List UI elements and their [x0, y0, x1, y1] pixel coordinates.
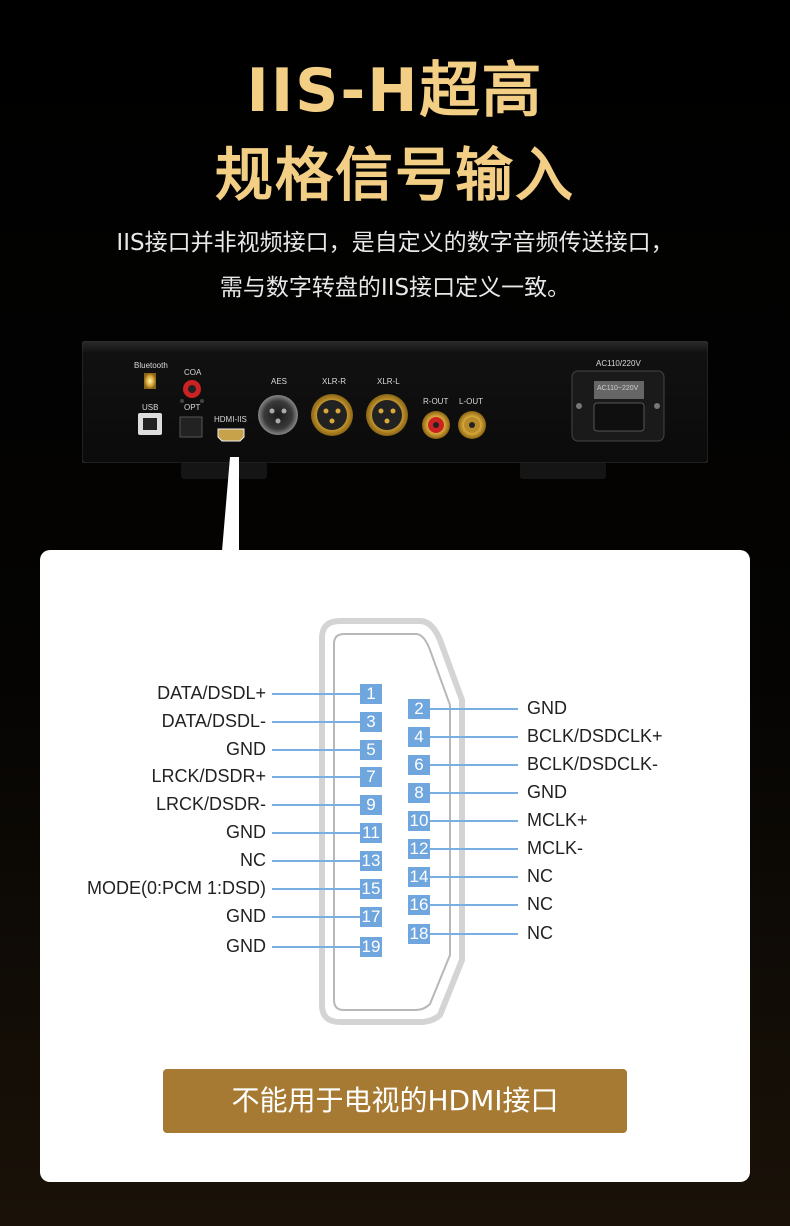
- pin-leader-line: [430, 736, 518, 738]
- pin-leader-line: [272, 749, 360, 751]
- pin-leader-line: [272, 916, 360, 918]
- page-title-line2: 规格信号输入: [214, 141, 575, 209]
- pin-number: 15: [360, 879, 382, 899]
- pin-leader-line: [272, 888, 360, 890]
- pin-signal-label: BCLK/DSDCLK-: [527, 754, 659, 774]
- pin-leader-line: [272, 693, 360, 695]
- pin-leader-line: [430, 820, 518, 822]
- pin-leader-line: [272, 860, 360, 862]
- hdmi-iis-label: HDMI-IIS: [214, 415, 247, 424]
- aes-label: AES: [271, 377, 288, 386]
- pin-signal-label: BCLK/DSDCLK+: [527, 726, 663, 746]
- pin-leader-line: [430, 848, 518, 850]
- pin-number: 19: [360, 937, 382, 957]
- aes-port: [258, 395, 298, 435]
- pin-number: 2: [408, 699, 430, 719]
- xlr-r-label: XLR-R: [322, 377, 347, 386]
- pin-leader-line: [430, 764, 518, 766]
- pin-number: 6: [408, 755, 430, 775]
- pin-number: 3: [360, 712, 382, 732]
- xlr-l-label: XLR-L: [377, 377, 400, 386]
- pin-signal-label: DATA/DSDL+: [157, 683, 266, 703]
- optical-port: [179, 416, 203, 438]
- pin-leader-line: [430, 708, 518, 710]
- pin-number: 10: [408, 811, 430, 831]
- pin-leader-line: [272, 804, 360, 806]
- pin-number: 7: [360, 767, 382, 787]
- l-out-label: L-OUT: [459, 397, 483, 406]
- pin-number: 8: [408, 783, 430, 803]
- subtitle-line1: IIS接口并非视频接口，是自定义的数字音频传送接口，: [116, 230, 674, 256]
- pin-signal-label: MODE(0:PCM 1:DSD): [86, 878, 266, 898]
- pin-number: 4: [408, 727, 430, 747]
- pin-signal-label: NC: [527, 923, 553, 943]
- device-foot-right: [520, 462, 606, 479]
- pin-signal-label: NC: [527, 894, 553, 914]
- pin-number: 16: [408, 895, 430, 915]
- power-inner-label: AC110~220V: [597, 385, 639, 392]
- pin-number: 18: [408, 924, 430, 944]
- opt-label: OPT: [184, 403, 201, 412]
- pin-signal-label: GND: [527, 698, 567, 718]
- pin-signal-label: LRCK/DSDR-: [155, 794, 266, 814]
- pin-number: 17: [360, 907, 382, 927]
- pin-signal-label: MCLK+: [527, 810, 588, 830]
- coa-label: COA: [184, 368, 202, 377]
- device-panel-drawing: [81, 340, 709, 464]
- page-title-line1: IIS-H超高: [246, 56, 544, 126]
- r-out-label: R-OUT: [423, 397, 449, 406]
- device-rear-panel: Bluetooth COA OPT USB HDMI-IIS AES XLR-R…: [81, 340, 709, 464]
- pin-number: 11: [360, 823, 382, 843]
- pin-signal-label: NC: [527, 866, 553, 886]
- device-foot-left: [181, 462, 267, 479]
- pin-leader-line: [272, 832, 360, 834]
- pin-leader-line: [430, 792, 518, 794]
- hdmi-iis-port: [217, 428, 245, 442]
- pin-signal-label: MCLK-: [527, 838, 584, 858]
- pin-number: 12: [408, 839, 430, 859]
- pin-number: 14: [408, 867, 430, 887]
- pin-signal-label: GND: [226, 739, 266, 759]
- pin-number: 5: [360, 740, 382, 760]
- pin-leader-line: [430, 904, 518, 906]
- power-label: AC110/220V: [596, 359, 641, 368]
- pin-signal-label: GND: [527, 782, 567, 802]
- pin-leader-line: [430, 933, 518, 935]
- pin-signal-label: GND: [226, 906, 266, 926]
- pin-number: 9: [360, 795, 382, 815]
- pin-number: 1: [360, 684, 382, 704]
- pin-signal-label: GND: [226, 936, 266, 956]
- subtitle-line2: 需与数字转盘的IIS接口定义一致。: [219, 275, 571, 301]
- bluetooth-connector: [144, 373, 156, 389]
- bluetooth-label: Bluetooth: [134, 361, 168, 370]
- pin-leader-line: [272, 776, 360, 778]
- pin-leader-line: [272, 946, 360, 948]
- pin-signal-label: LRCK/DSDR+: [151, 766, 266, 786]
- pin-signal-label: NC: [240, 850, 266, 870]
- pin-leader-line: [430, 876, 518, 878]
- usb-label: USB: [142, 403, 159, 412]
- pin-signal-label: GND: [226, 822, 266, 842]
- pin-number: 13: [360, 851, 382, 871]
- warning-note: 不能用于电视的HDMI接口: [163, 1069, 627, 1133]
- pin-leader-line: [272, 721, 360, 723]
- pin-signal-label: DATA/DSDL-: [161, 711, 266, 731]
